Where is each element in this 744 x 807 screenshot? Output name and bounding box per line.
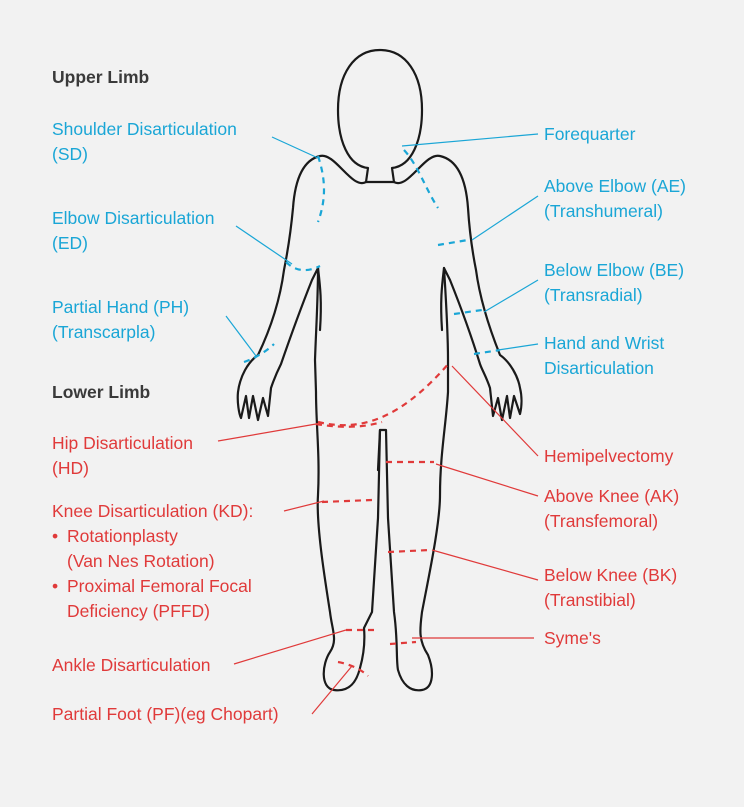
label-line: Hand and Wrist bbox=[544, 331, 664, 356]
label-line: Ankle Disarticulation bbox=[52, 653, 211, 678]
label-knee-disarticulation: Knee Disarticulation (KD): Rotationplast… bbox=[52, 499, 253, 624]
label-hip-disarticulation: Hip Disarticulation (HD) bbox=[52, 431, 193, 481]
head-outline bbox=[338, 50, 422, 182]
label-line: Partial Hand (PH) bbox=[52, 295, 189, 320]
marker-symes bbox=[390, 642, 416, 644]
label-line: (Transfemoral) bbox=[544, 509, 679, 534]
upper-limb-heading: Upper Limb bbox=[52, 67, 149, 88]
label-above-elbow: Above Elbow (AE) (Transhumeral) bbox=[544, 174, 686, 224]
leader-lines bbox=[218, 134, 538, 714]
marker-hip bbox=[316, 422, 382, 427]
label-line: (Van Nes Rotation) bbox=[52, 549, 253, 574]
label-partial-foot: Partial Foot (PF)(eg Chopart) bbox=[52, 702, 279, 727]
label-ankle-disarticulation: Ankle Disarticulation bbox=[52, 653, 211, 678]
label-line: (Transcarpla) bbox=[52, 320, 189, 345]
label-line: (SD) bbox=[52, 142, 237, 167]
leader-shoulder bbox=[272, 137, 318, 158]
label-line: (HD) bbox=[52, 456, 193, 481]
leader-above-elbow bbox=[472, 196, 538, 240]
bullet-pffd: Proximal Femoral Focal bbox=[52, 574, 253, 599]
label-shoulder-disarticulation: Shoulder Disarticulation (SD) bbox=[52, 117, 237, 167]
leader-ankle bbox=[234, 630, 346, 664]
label-line: Elbow Disarticulation bbox=[52, 206, 214, 231]
body-outline bbox=[238, 50, 522, 690]
marker-partial-foot bbox=[338, 662, 368, 676]
bullet-rotationplasty: Rotationplasty bbox=[52, 524, 253, 549]
label-forequarter: Forequarter bbox=[544, 122, 635, 147]
leader-forequarter bbox=[402, 134, 538, 146]
marker-hand-wrist bbox=[474, 350, 500, 354]
label-line: (Transtibial) bbox=[544, 588, 677, 613]
leader-below-elbow bbox=[484, 280, 538, 312]
inner-arm-right bbox=[441, 268, 444, 330]
marker-knee bbox=[322, 500, 372, 502]
label-line: (ED) bbox=[52, 231, 214, 256]
label-hand-wrist-disarticulation: Hand and Wrist Disarticulation bbox=[544, 331, 664, 381]
label-line: (Transhumeral) bbox=[544, 199, 686, 224]
marker-hemipelvectomy bbox=[318, 362, 450, 425]
label-line: Below Elbow (BE) bbox=[544, 258, 684, 283]
leader-elbow bbox=[236, 226, 292, 264]
label-below-knee: Below Knee (BK) (Transtibial) bbox=[544, 563, 677, 613]
leader-hemipelvectomy bbox=[452, 366, 538, 456]
leader-above-knee bbox=[436, 464, 538, 496]
label-line: Disarticulation bbox=[544, 356, 664, 381]
label-line: Hemipelvectomy bbox=[544, 444, 673, 469]
label-line: Shoulder Disarticulation bbox=[52, 117, 237, 142]
leader-below-knee bbox=[432, 550, 538, 580]
label-line: Knee Disarticulation (KD): bbox=[52, 499, 253, 524]
label-line: (Transradial) bbox=[544, 283, 684, 308]
label-below-elbow: Below Elbow (BE) (Transradial) bbox=[544, 258, 684, 308]
label-partial-hand: Partial Hand (PH) (Transcarpla) bbox=[52, 295, 189, 345]
label-line: Below Knee (BK) bbox=[544, 563, 677, 588]
label-line: Hip Disarticulation bbox=[52, 431, 193, 456]
label-line: Partial Foot (PF)(eg Chopart) bbox=[52, 702, 279, 727]
label-line: Above Knee (AK) bbox=[544, 484, 679, 509]
label-line: Deficiency (PFFD) bbox=[52, 599, 253, 624]
leader-partial-hand bbox=[226, 316, 256, 356]
marker-above-elbow bbox=[438, 240, 468, 245]
label-elbow-disarticulation: Elbow Disarticulation (ED) bbox=[52, 206, 214, 256]
marker-shoulder bbox=[318, 156, 324, 222]
leader-hand-wrist bbox=[498, 344, 538, 350]
leader-hip bbox=[218, 424, 316, 441]
marker-below-knee bbox=[388, 550, 430, 552]
leader-partial-foot bbox=[312, 666, 352, 714]
label-line: Above Elbow (AE) bbox=[544, 174, 686, 199]
label-line: Forequarter bbox=[544, 122, 635, 147]
marker-below-elbow bbox=[454, 310, 482, 314]
lower-limb-heading: Lower Limb bbox=[52, 382, 150, 403]
label-above-knee: Above Knee (AK) (Transfemoral) bbox=[544, 484, 679, 534]
label-hemipelvectomy: Hemipelvectomy bbox=[544, 444, 673, 469]
label-line: Syme's bbox=[544, 626, 601, 651]
label-symes: Syme's bbox=[544, 626, 601, 651]
